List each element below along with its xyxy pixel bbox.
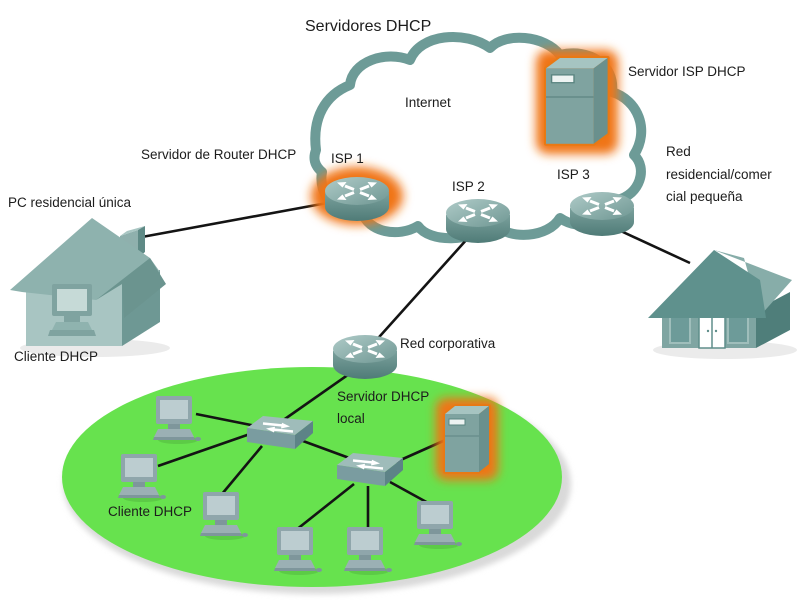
svg-text:Servidor DHCP: Servidor DHCP [337, 389, 429, 404]
svg-text:Red: Red [666, 144, 691, 159]
isp2-router-icon [444, 197, 512, 245]
house-icon [10, 218, 170, 357]
isp-dhcp-server-label: Servidor ISP DHCP [628, 64, 746, 79]
isp-dhcp-server-icon [536, 50, 618, 154]
link-switch1-pc-c [221, 445, 263, 495]
local-dhcp-server-label: Servidor DHCP local [337, 389, 429, 426]
link-switch1-switch2 [302, 439, 353, 461]
svg-text:cial pequeña: cial pequeña [666, 189, 743, 204]
internet-label: Internet [405, 95, 451, 110]
link-corporate-switch1 [281, 370, 353, 423]
isp1-router-icon [311, 167, 403, 225]
lan-client-label: Cliente DHCP [108, 504, 192, 519]
isp1-label: ISP 1 [331, 151, 364, 166]
link-switch1-pc-b [157, 432, 251, 468]
network-links [130, 199, 691, 532]
link-switch2-pc-f [389, 480, 431, 506]
link-isp2-corporate [371, 237, 469, 346]
building-icon [648, 250, 797, 359]
isp3-label: ISP 3 [557, 167, 590, 182]
router-dhcp-server-label: Servidor de Router DHCP [141, 147, 296, 162]
residential-client-label: Cliente DHCP [14, 349, 98, 364]
link-switch2-pc-d [295, 482, 355, 532]
link-switch1-pc-a [195, 412, 257, 428]
local-dhcp-server-icon [436, 398, 498, 480]
corporate-network-label: Red corporativa [400, 336, 496, 351]
residential-pc-label: PC residencial única [8, 195, 132, 210]
corporate-router-icon [331, 333, 399, 381]
svg-text:local: local [337, 411, 365, 426]
diagram-title: Servidores DHCP [305, 18, 431, 35]
house-computer-icon [48, 284, 96, 336]
isp2-label: ISP 2 [452, 179, 485, 194]
small-network-label: Red residencial/comer cial pequeña [666, 144, 772, 204]
isp3-router-icon [568, 190, 636, 238]
svg-text:residencial/comer: residencial/comer [666, 167, 772, 182]
link-house-isp1 [130, 199, 339, 241]
